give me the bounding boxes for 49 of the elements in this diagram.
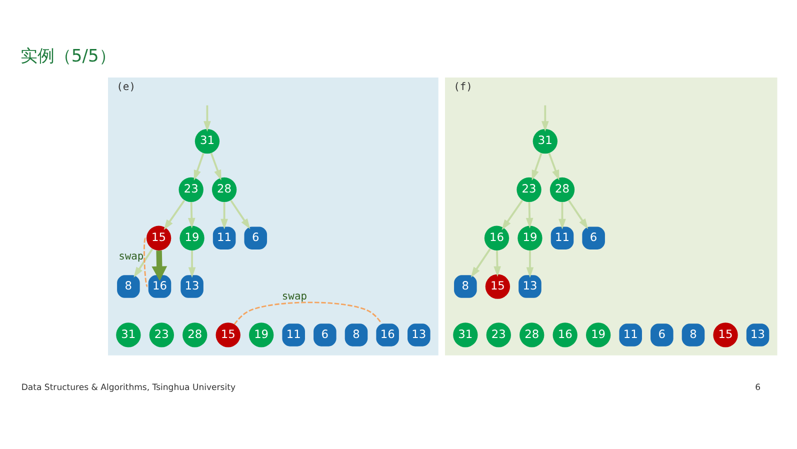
arrow [558, 202, 566, 230]
node-circle: 15 [713, 322, 738, 348]
node-circle: 23 [516, 177, 542, 202]
arrow [194, 152, 204, 181]
arrow [134, 248, 154, 278]
node-circle: 23 [149, 322, 174, 348]
diagram-title: 实例（5/5） [20, 46, 116, 66]
node-circle: 19 [586, 322, 611, 348]
node-circle: 15 [216, 322, 240, 348]
arrow [204, 105, 211, 132]
node-circle: 28 [182, 322, 208, 348]
label: Data Structures & Algorithms, Tsinghua University [21, 383, 236, 394]
node-circle: 28 [212, 177, 237, 202]
node-circle: 15 [146, 226, 172, 250]
arrow [532, 152, 542, 181]
node-circle: 31 [116, 322, 141, 348]
arrow [210, 152, 222, 180]
node-circle: 28 [550, 177, 575, 202]
node-circle: 19 [518, 226, 542, 250]
node-circle: 15 [485, 274, 510, 299]
edge-label: swap [118, 250, 144, 262]
arrow [230, 200, 250, 230]
node-circle: 28 [520, 322, 544, 348]
node-circle: 31 [532, 128, 558, 154]
connector [234, 302, 382, 325]
arrow [526, 250, 534, 278]
arrow [494, 250, 501, 277]
arrow [542, 105, 549, 132]
node-circle: 19 [249, 322, 274, 348]
node-circle: 23 [486, 322, 511, 348]
arrow [188, 202, 196, 228]
arrow [188, 250, 196, 278]
label: 6 [755, 383, 761, 394]
arrow [470, 248, 491, 278]
node-circle: 19 [180, 226, 204, 250]
node-circle: 31 [194, 128, 220, 154]
node-circle: 16 [552, 322, 578, 348]
arrow [568, 200, 588, 230]
node-circle: 31 [453, 322, 478, 348]
arrow [164, 200, 186, 230]
arrow [548, 152, 560, 180]
arrow [152, 250, 168, 281]
node-circle: 16 [484, 226, 510, 250]
arrow [220, 202, 228, 230]
connector [144, 238, 148, 287]
node-circle: 23 [178, 177, 204, 202]
edge-label: swap [282, 290, 308, 302]
arrow [526, 202, 534, 228]
arrow [502, 200, 523, 230]
